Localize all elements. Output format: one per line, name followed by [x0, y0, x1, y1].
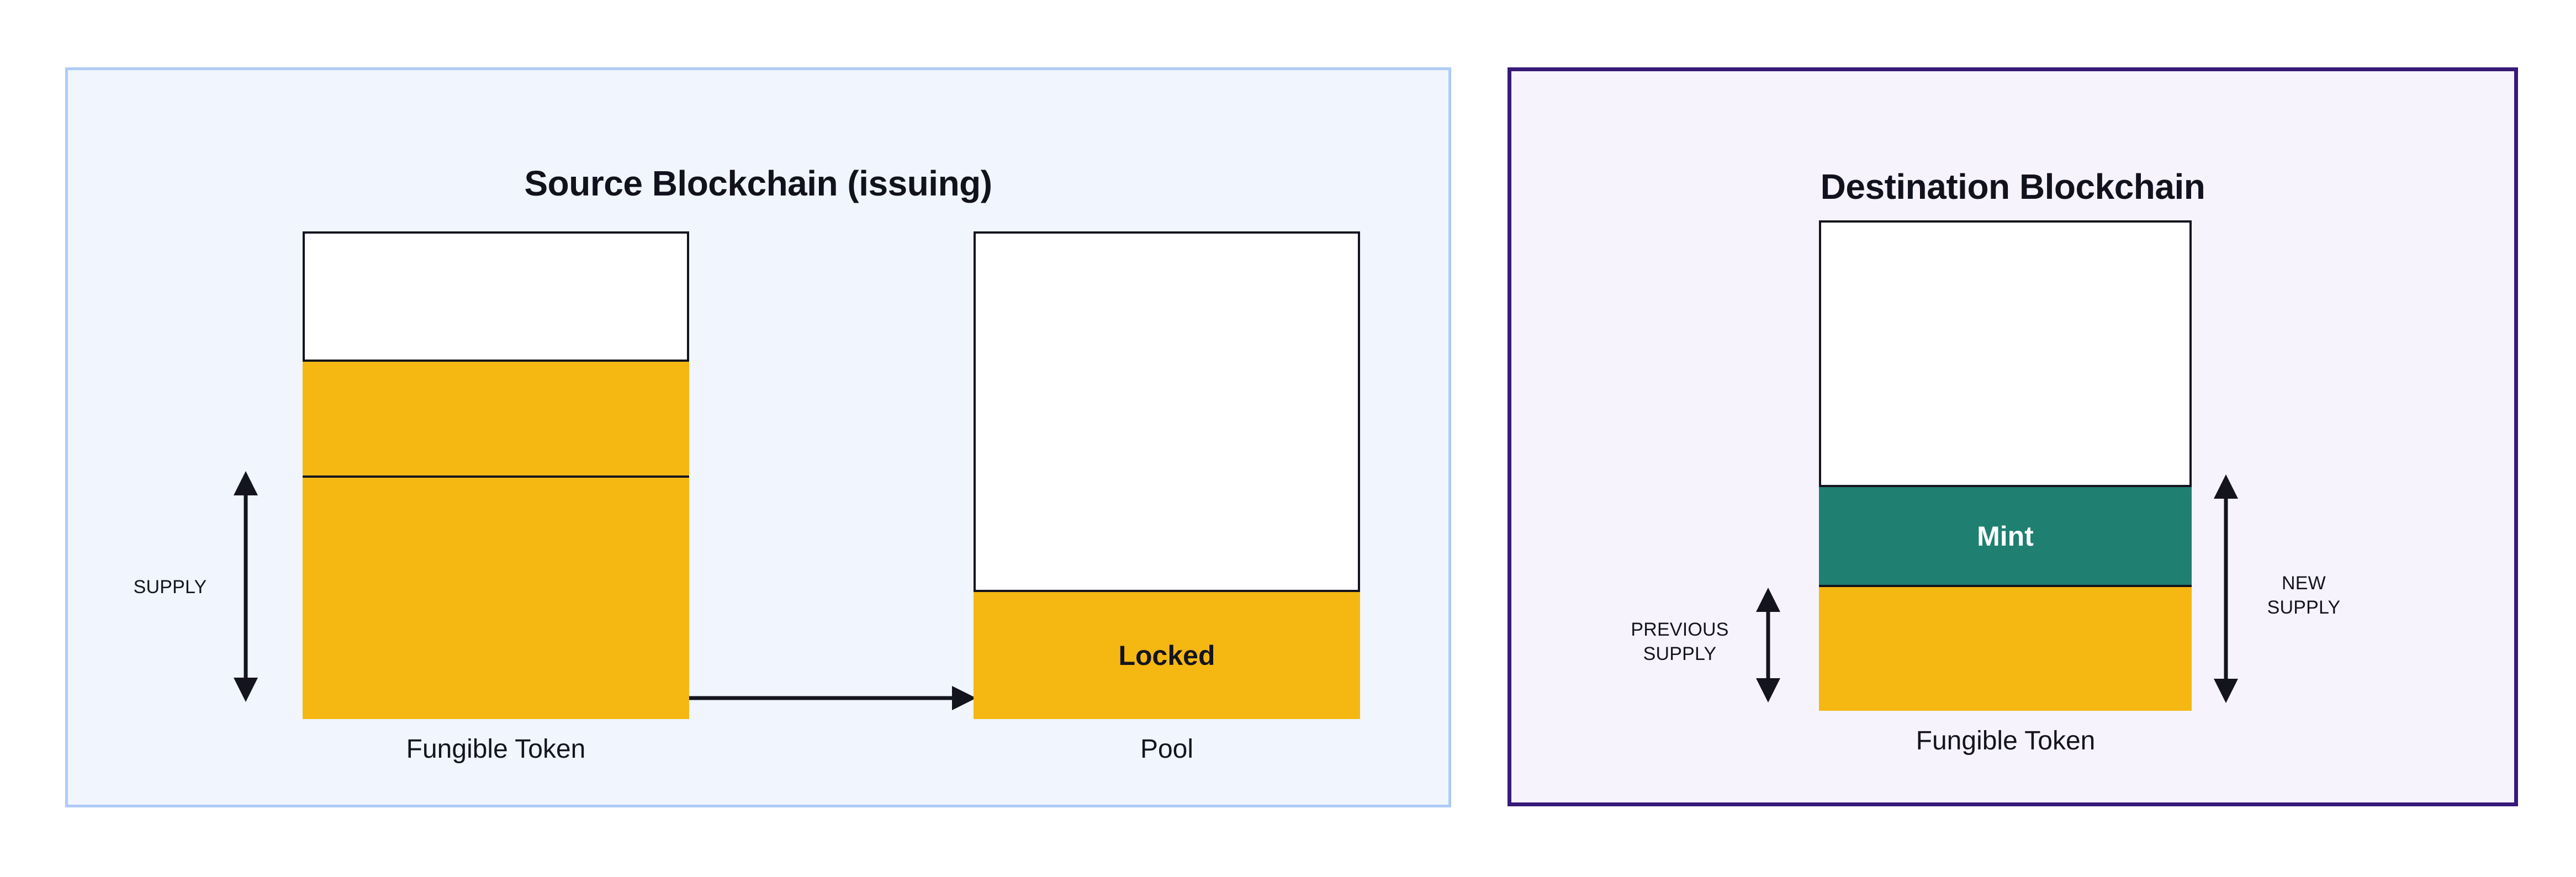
new-supply-measure-label: NEW SUPPLY: [2267, 573, 2341, 618]
supply-measure-label: SUPPLY: [133, 577, 207, 598]
source-token-segment-remaining-supply: [303, 476, 689, 719]
source-fungible-token-caption: Fungible Token: [406, 735, 586, 764]
pool-segment-locked: Locked: [974, 590, 1360, 719]
destination-token-segment-previous-supply: [1819, 585, 2192, 711]
new-supply-measure-arrow: [2214, 474, 2238, 703]
source-panel-title: Source Blockchain (issuing): [524, 163, 992, 203]
source-token-segment-transferred: [303, 360, 689, 476]
previous-supply-measure-label: PREVIOUS SUPPLY: [1631, 619, 1729, 664]
destination-token-segment-mint: Mint: [1819, 485, 2192, 585]
source-fungible-token-bar: [303, 231, 689, 719]
destination-fungible-token-bar: Mint: [1819, 220, 2192, 711]
supply-measure-arrow: [234, 471, 258, 702]
destination-panel-title: Destination Blockchain: [1820, 167, 2205, 207]
pool-bar: Locked: [974, 231, 1360, 719]
source-blockchain-panel: Source Blockchain (issuing) Fungible Tok…: [65, 67, 1451, 807]
destination-blockchain-panel: Destination Blockchain PREVIOUS SUPPLY M…: [1507, 67, 2518, 806]
destination-fungible-token-caption: Fungible Token: [1916, 726, 2096, 756]
destination-token-segment-mint-label: Mint: [1977, 520, 2034, 552]
pool-segment-locked-label: Locked: [1118, 640, 1215, 671]
transfer-arrow-icon: [689, 686, 976, 710]
pool-caption: Pool: [1140, 735, 1194, 764]
previous-supply-measure-arrow: [1756, 588, 1780, 702]
